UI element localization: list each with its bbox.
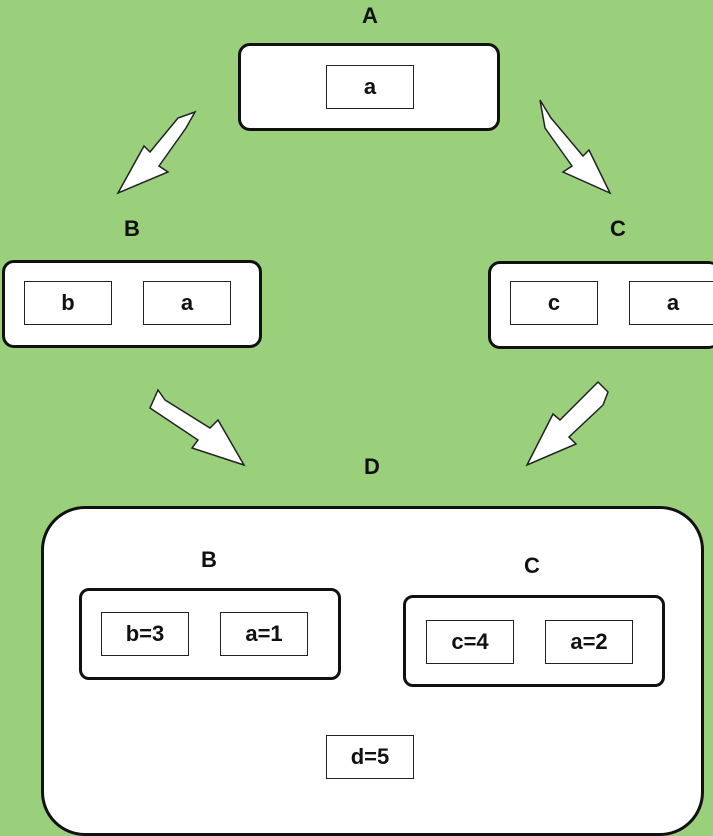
node-c-field-c: c — [510, 281, 598, 325]
arrow-b-to-d — [149, 388, 246, 467]
node-d-title: D — [364, 454, 380, 479]
arrow-a-to-b — [116, 110, 197, 195]
node-d-b-field-b: b=3 — [101, 612, 189, 656]
node-d-box: B b=3 a=1 C c=4 a=2 d=5 — [41, 506, 704, 836]
node-d-b-title: B — [201, 547, 217, 572]
node-d-b-box: b=3 a=1 — [79, 588, 341, 680]
node-b-box: b a — [2, 260, 262, 348]
node-a-title: A — [362, 3, 378, 28]
node-d-c-title: C — [524, 553, 540, 578]
node-c-field-a: a — [629, 281, 713, 325]
node-a-field-a: a — [326, 65, 414, 109]
node-d-b-field-a: a=1 — [220, 612, 308, 656]
node-d-field-d: d=5 — [326, 735, 414, 779]
node-c-title: C — [610, 216, 626, 241]
inheritance-diagram: A a B b a C c a D B b=3 a=1 C c=4 a=2 d=… — [2, 3, 713, 836]
node-d-c-field-a: a=2 — [545, 620, 633, 664]
node-a-box: a — [238, 43, 500, 131]
arrow-a-to-c — [539, 99, 612, 195]
node-d-c-field-c: c=4 — [426, 620, 514, 664]
arrow-c-to-d — [525, 380, 609, 467]
node-b-title: B — [124, 216, 140, 241]
arrows-layer — [116, 99, 612, 467]
node-b-field-a: a — [143, 281, 231, 325]
node-b-field-b: b — [24, 281, 112, 325]
node-c-box: c a — [488, 261, 713, 349]
node-d-c-box: c=4 a=2 — [403, 595, 665, 687]
